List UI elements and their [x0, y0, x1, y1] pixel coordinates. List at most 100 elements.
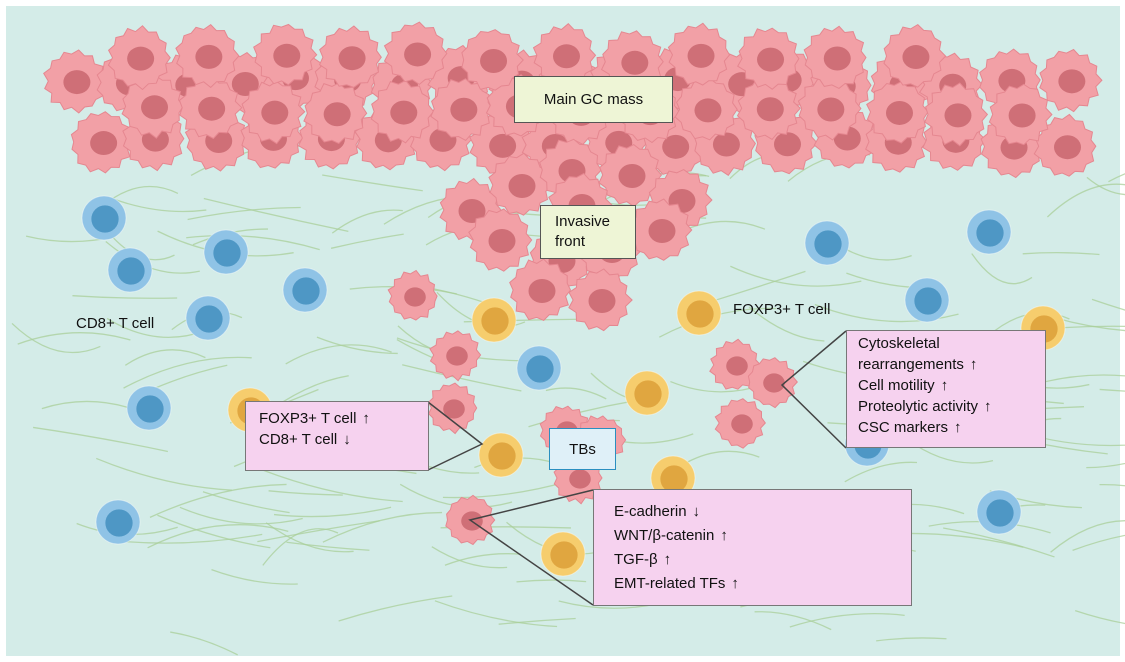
stroma-fiber	[789, 612, 905, 628]
stroma-fiber	[262, 528, 339, 566]
foxp3-t-cell	[676, 290, 722, 336]
stroma-fiber	[157, 514, 271, 549]
cd8-t-cell	[185, 295, 231, 341]
stroma-fiber	[72, 295, 178, 299]
tumor-cell	[598, 144, 663, 208]
stroma-fiber	[444, 553, 522, 566]
stroma-fiber	[331, 209, 403, 234]
stroma-fiber	[123, 356, 252, 389]
cluster-row: CSC markers ↑	[858, 417, 1045, 438]
up-arrow-icon: ↑	[720, 527, 728, 544]
tumor-cell	[1039, 48, 1103, 113]
single-row-text: WNT/β-catenin	[614, 527, 715, 544]
cd8-t-cell	[95, 499, 141, 545]
tumor-cell	[509, 258, 572, 321]
stroma-fiber	[322, 511, 443, 543]
stroma-fiber	[844, 461, 918, 483]
up-arrow-icon: ↑	[969, 356, 978, 373]
tbs-text: TBs	[569, 440, 596, 458]
stroma-fiber	[431, 546, 508, 569]
stroma-fiber	[1108, 173, 1125, 183]
tumor-cell	[43, 49, 107, 114]
cd8-t-cell	[976, 489, 1022, 535]
connector-immune	[427, 401, 484, 471]
stroma-fiber	[434, 600, 558, 628]
tumor-cell	[175, 23, 240, 89]
cd8-t-cell	[966, 209, 1012, 255]
up-arrow-icon: ↑	[984, 398, 992, 415]
up-arrow-icon: ↑	[362, 410, 370, 427]
immune-row-text: CD8+ T cell	[259, 431, 338, 448]
stroma-fiber	[1074, 610, 1125, 625]
tumor-cell	[883, 23, 947, 88]
stroma-fiber	[338, 595, 453, 622]
tbs-label: TBs	[549, 428, 616, 470]
stroma-fiber	[1086, 176, 1125, 196]
stroma-fiber	[1060, 325, 1125, 329]
immune-row: CD8+ T cell ↓	[259, 429, 428, 450]
stroma-fiber	[748, 306, 825, 342]
stroma-fiber	[1022, 251, 1100, 256]
stroma-fiber	[402, 364, 522, 392]
cluster-row: Proteolytic activity ↑	[858, 396, 1045, 417]
cluster-row-text: Cytoskeletal	[858, 335, 940, 352]
tumor-cell	[488, 152, 553, 216]
up-arrow-icon: ↑	[731, 575, 739, 592]
stroma-fiber	[498, 617, 576, 625]
stroma-fiber	[876, 637, 947, 642]
tumor-cell	[121, 75, 184, 139]
tumor-cell	[370, 79, 435, 144]
foxp3-t-cell	[478, 432, 524, 478]
cluster-row: Cell motility ↑	[858, 375, 1045, 396]
tumor-cell	[468, 208, 533, 272]
stroma-fiber	[1050, 520, 1125, 553]
stroma-fiber	[108, 196, 207, 213]
cd8-t-cell	[904, 277, 950, 323]
cluster-row: rearrangements ↑	[858, 354, 1045, 375]
tumor-cell	[253, 23, 318, 86]
up-arrow-icon: ↑	[954, 419, 962, 436]
single-row-text: E-cadherin	[614, 503, 687, 520]
stroma-fiber	[179, 506, 303, 525]
main-gc-mass-label: Main GC mass	[514, 76, 673, 123]
tumor-cell	[803, 25, 867, 89]
stroma-fiber	[149, 483, 287, 518]
stroma-fiber	[754, 611, 832, 631]
main-gc-mass-text: Main GC mass	[543, 90, 644, 108]
stroma-fiber	[971, 253, 1033, 285]
cd8-t-cell	[126, 385, 172, 431]
cd8-t-cell	[81, 195, 127, 241]
stroma-fiber	[730, 265, 862, 287]
stroma-fiber	[262, 469, 403, 503]
cluster-row-text: CSC markers	[858, 419, 949, 436]
tumor-cell	[241, 80, 306, 145]
stroma-fiber	[621, 433, 694, 444]
stroma-fiber	[545, 387, 607, 400]
stroma-fiber	[330, 233, 404, 249]
foxp3-t-cell	[471, 297, 517, 343]
tumor-cell	[427, 382, 478, 435]
stroma-fiber	[17, 332, 131, 345]
stroma-fiber	[814, 303, 959, 323]
cluster-row: Cytoskeletal	[858, 333, 1045, 354]
foxp3-t-cell	[624, 370, 670, 416]
tumor-cell	[178, 76, 243, 140]
single-row-text: EMT-related TFs	[614, 575, 726, 592]
stroma-fiber	[33, 426, 168, 453]
cd8-t-cell	[203, 229, 249, 275]
callout-connectors	[427, 330, 847, 606]
tumor-cell	[430, 78, 493, 142]
tumor-cell	[461, 29, 524, 91]
stroma-fiber	[187, 206, 301, 221]
single-row: EMT-related TFs ↑	[614, 572, 911, 596]
tumor-cell	[429, 330, 482, 382]
stroma-fiber	[322, 174, 423, 192]
cd8-t-cell	[516, 345, 562, 391]
tumor-cell	[736, 77, 801, 141]
stroma-fiber	[943, 527, 1055, 558]
stroma-fiber	[1099, 388, 1125, 392]
invasive-front-line2: front	[555, 233, 586, 250]
stroma-fiber	[268, 490, 343, 496]
tumor-cell	[709, 338, 762, 390]
tumor-cell	[383, 21, 448, 86]
